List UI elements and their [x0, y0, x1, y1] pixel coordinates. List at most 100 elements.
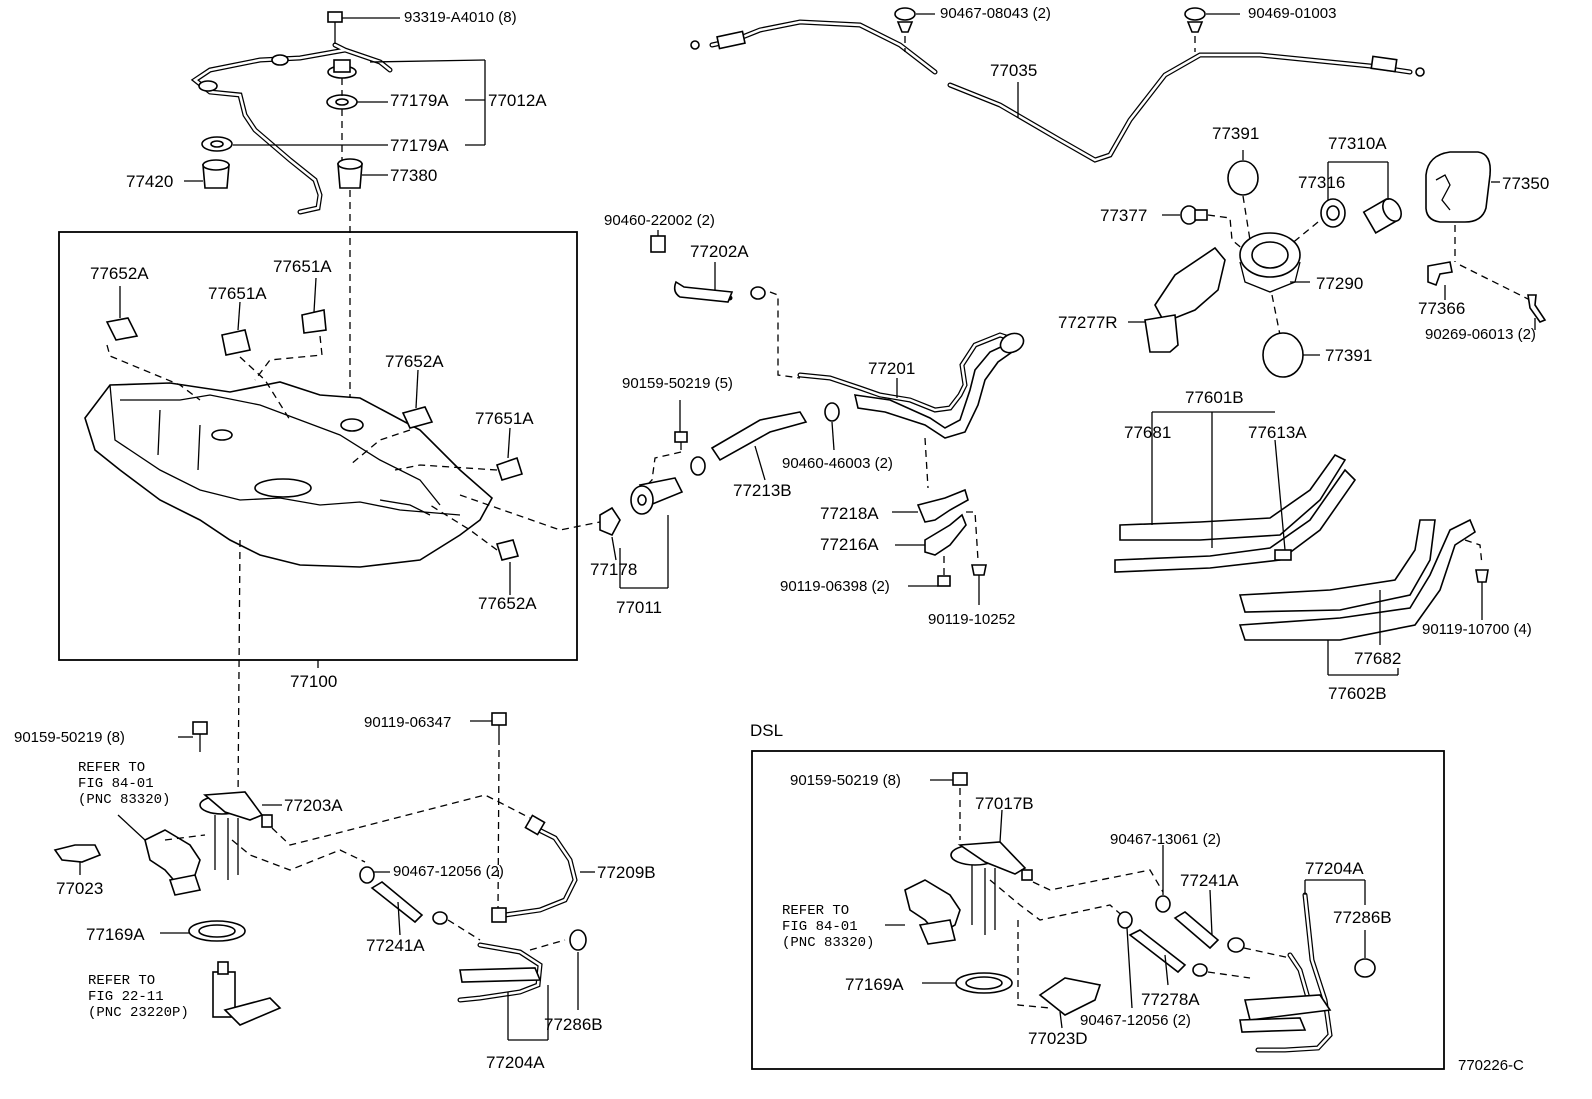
label-90119-06398: 90119-06398 (2)	[780, 578, 890, 595]
label-77204A-a: 77204A	[486, 1053, 545, 1072]
label-77601B: 77601B	[1185, 388, 1244, 407]
label-77201: 77201	[868, 359, 916, 378]
clamp-90467-08043	[894, 7, 935, 52]
label-77035: 77035	[990, 61, 1038, 80]
label-77316: 77316	[1298, 173, 1346, 192]
label-77023: 77023	[56, 879, 104, 898]
label-77651A-3: 77651A	[475, 409, 534, 428]
gasket-77169A-a	[160, 920, 246, 942]
label-90159-50219-8a: 90159-50219 (8)	[14, 729, 125, 746]
pad-77651A-3	[495, 456, 524, 481]
pad-77652A-1	[105, 317, 139, 341]
spring-77286B-a	[569, 929, 587, 1010]
label-dsl: DSL	[750, 721, 784, 740]
label-77420: 77420	[126, 172, 174, 191]
grommet-77380	[337, 158, 363, 189]
label-77391-bottom: 77391	[1325, 346, 1373, 365]
label-90467-08043: 90467-08043 (2)	[940, 5, 1051, 22]
label-77179A-1: 77179A	[390, 91, 449, 110]
label-77652A-2: 77652A	[385, 352, 444, 371]
pad-77652A-2	[401, 406, 434, 429]
label-77286B-a: 77286B	[544, 1015, 603, 1034]
hinge-77366	[1427, 261, 1453, 300]
note-refer-fig-84-01-b: REFER TO FIG 84-01 (PNC 83320)	[782, 903, 875, 951]
pad-77651A-1	[221, 329, 251, 356]
fuel-lid-77350	[1425, 151, 1531, 301]
label-77169A-b: 77169A	[845, 975, 904, 994]
part-77023	[53, 844, 102, 875]
sender-gauge-dsl	[885, 879, 961, 945]
label-90159-50219-8b: 90159-50219 (8)	[790, 772, 901, 789]
label-77277R: 77277R	[1058, 313, 1118, 332]
clamp-90460-46003	[824, 402, 840, 451]
pump-bracket-77203A	[199, 791, 282, 880]
label-77169A-a: 77169A	[86, 925, 145, 944]
tank-pad-leaders	[106, 277, 511, 668]
bolt-90119-10700	[1475, 569, 1489, 620]
label-90467-12056a: 90467-12056 (2)	[393, 863, 504, 880]
label-90467-12056b: 90467-12056 (2)	[1080, 1012, 1191, 1029]
label-77203A: 77203A	[284, 796, 343, 815]
label-77100: 77100	[290, 672, 338, 691]
label-77613A: 77613A	[1248, 423, 1307, 442]
bumper-77377	[1162, 205, 1251, 256]
bolt-90159-8b	[930, 772, 968, 840]
label-90119-10700: 90119-10700 (4)	[1422, 621, 1532, 638]
gasket-77391-top	[1227, 150, 1259, 241]
filler-box-77277R	[1128, 246, 1226, 353]
hose-77241A-b	[1173, 889, 1291, 959]
label-77178: 77178	[590, 560, 638, 579]
sender-gauge	[117, 814, 206, 896]
label-77651A-1: 77651A	[208, 284, 267, 303]
label-77377: 77377	[1100, 206, 1148, 225]
label-77017B: 77017B	[975, 794, 1034, 813]
pump-23220P	[212, 961, 282, 1026]
label-77278A: 77278A	[1141, 990, 1200, 1009]
label-77218A: 77218A	[820, 504, 879, 523]
fuel-lid-cable-77035	[690, 19, 1425, 163]
dsl-group-box	[751, 750, 1445, 1070]
label-77209B: 77209B	[597, 863, 656, 882]
clamp-90467-12056a	[359, 866, 390, 884]
bracket-77218A	[892, 488, 969, 523]
pad-77652A-3	[495, 539, 520, 561]
label-77652A-3: 77652A	[478, 594, 537, 613]
label-90467-13061: 90467-13061 (2)	[1110, 831, 1221, 848]
label-90460-46003: 90460-46003 (2)	[782, 455, 893, 472]
hose-77278A	[1117, 911, 1251, 1009]
clamp-90460-22002	[650, 230, 666, 253]
label-77681: 77681	[1124, 423, 1172, 442]
label-77011: 77011	[616, 598, 663, 617]
screw-90269	[1527, 294, 1547, 330]
label-90269-06013: 90269-06013 (2)	[1425, 326, 1536, 343]
note-refer-fig-84-01-a: REFER TO FIG 84-01 (PNC 83320)	[78, 760, 171, 808]
label-77241A-a: 77241A	[366, 936, 425, 955]
tube-77204A-a	[457, 939, 566, 1041]
grommet-77012A	[201, 59, 358, 152]
grommet-77420	[202, 159, 230, 189]
label-77391-top: 77391	[1212, 124, 1260, 143]
label-77213B: 77213B	[733, 481, 792, 500]
label-77682: 77682	[1354, 649, 1402, 668]
tube-77204A-b	[1239, 879, 1366, 1053]
straps-77601B	[1114, 411, 1357, 573]
bolt-90119-06398	[908, 556, 951, 587]
cap-77310A	[1289, 161, 1402, 246]
label-90460-22002: 90460-22002 (2)	[604, 212, 715, 229]
label-93319-A4010: 93319-A4010 (8)	[404, 9, 517, 26]
filler-neck-77290	[1239, 232, 1310, 336]
bolt-93319	[327, 11, 343, 44]
straps-77602B	[1238, 518, 1483, 676]
bolt-90159-5	[639, 400, 688, 493]
label-90119-06347: 90119-06347	[364, 714, 452, 731]
pump-bracket-77017B	[950, 809, 1033, 935]
spring-77286B-b	[1354, 930, 1376, 978]
hose-77213B	[690, 411, 808, 481]
fuel-tank-77100	[84, 381, 494, 568]
label-77366: 77366	[1418, 299, 1466, 318]
part-77023D	[1038, 977, 1102, 1029]
label-77202A: 77202A	[690, 242, 749, 261]
gasket-77391-bottom	[1262, 332, 1320, 378]
